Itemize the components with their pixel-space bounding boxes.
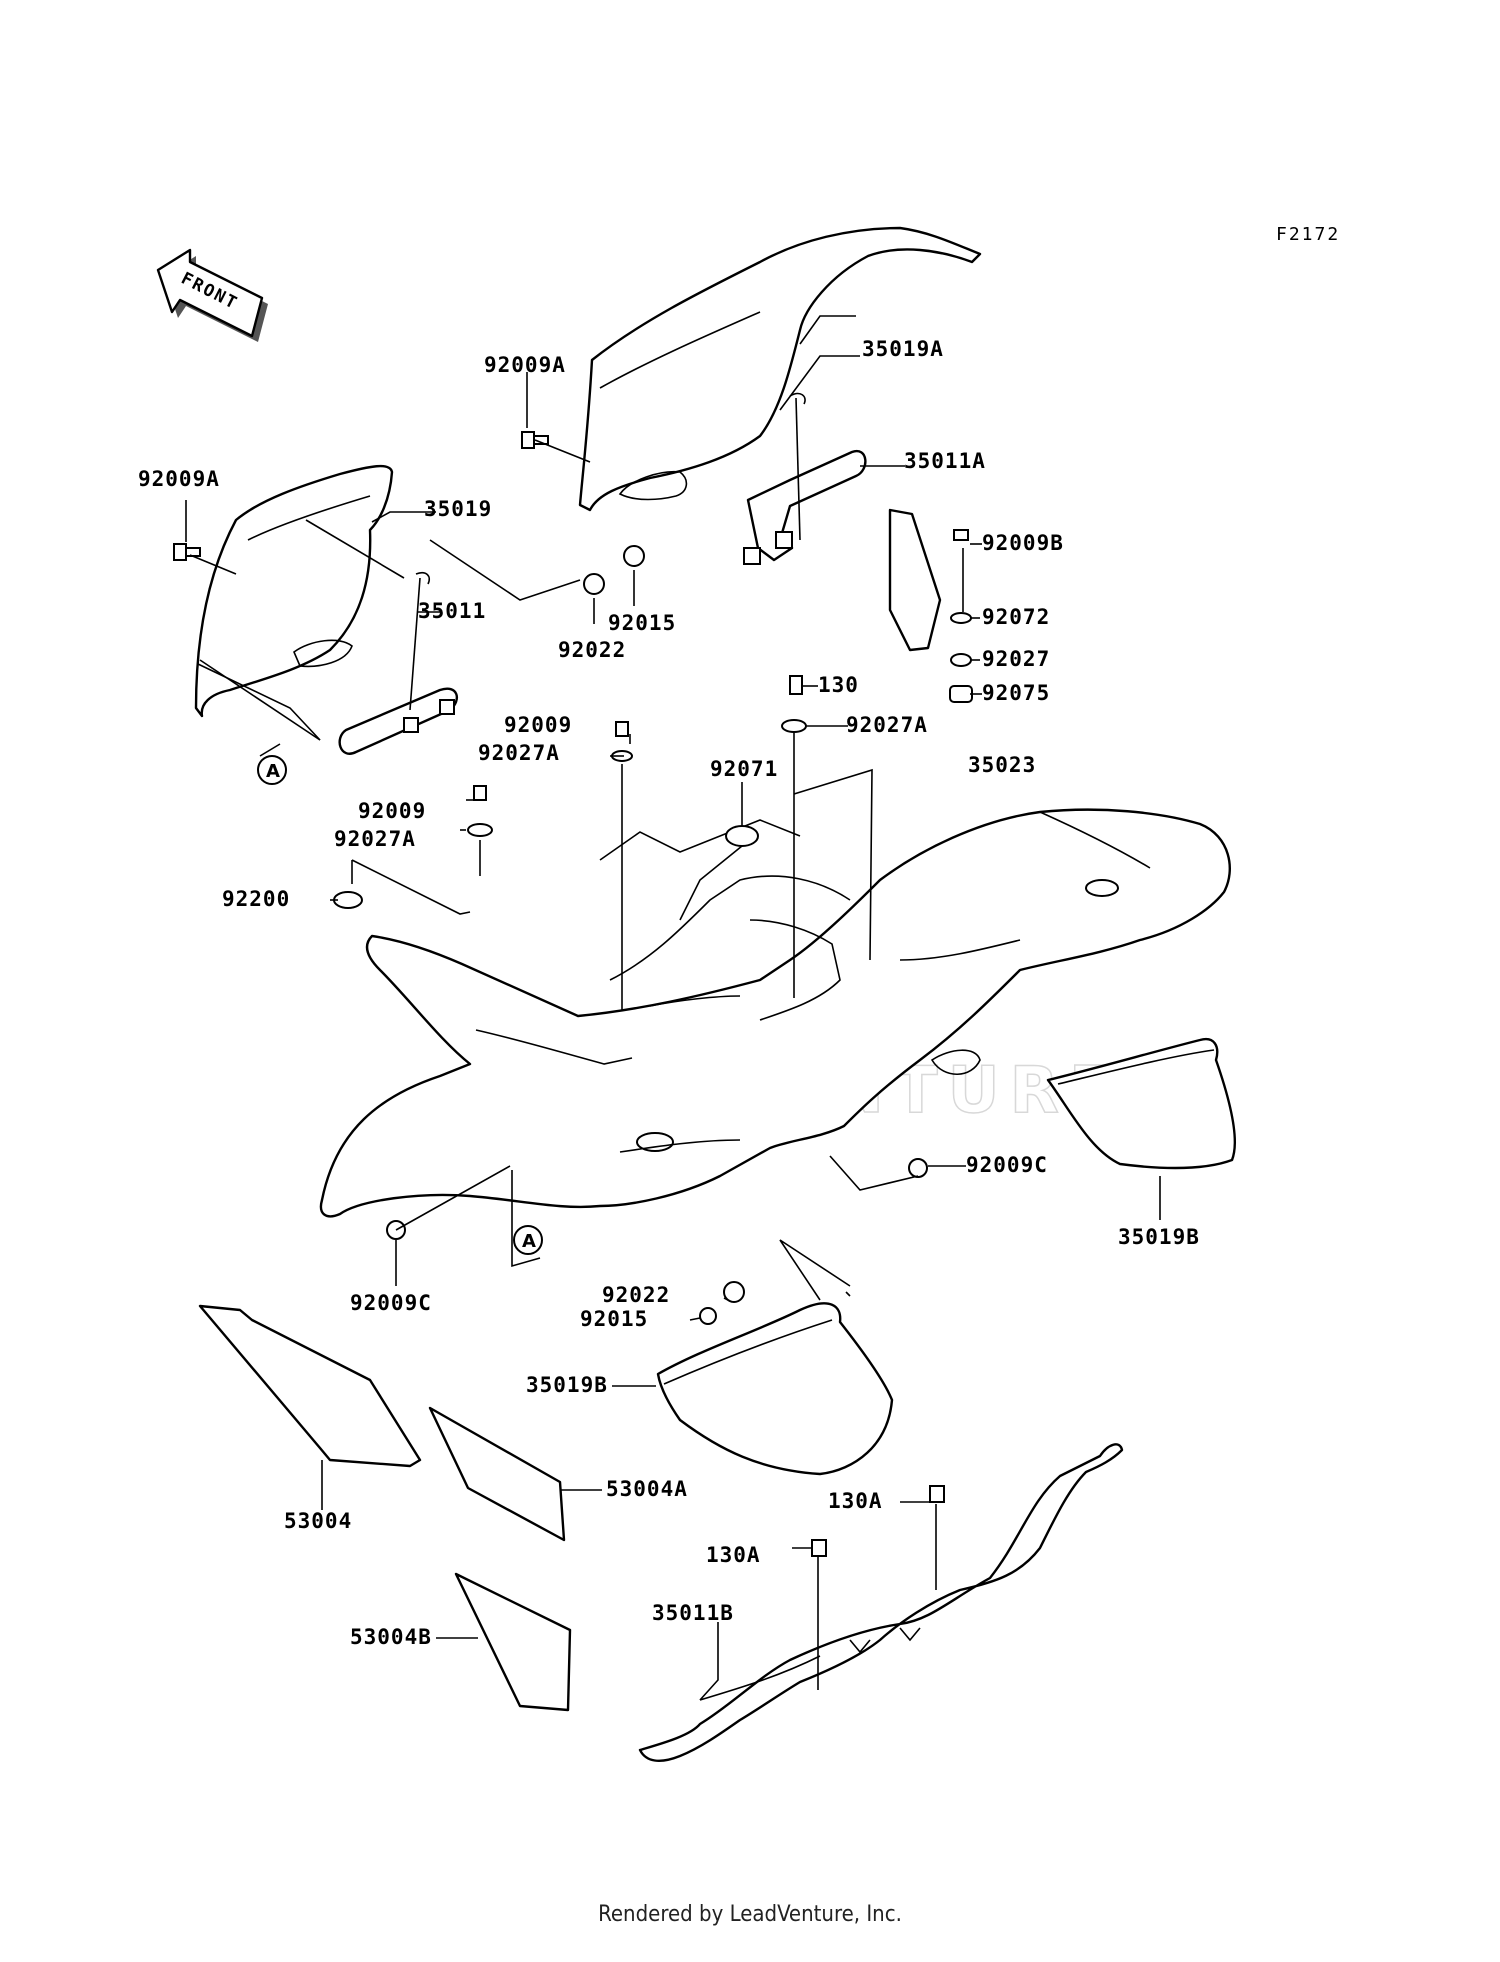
label-35011[interactable]: 35011	[418, 599, 486, 623]
washer-icon	[467, 823, 493, 837]
screw-icon	[908, 1158, 928, 1178]
screw-icon	[615, 721, 629, 737]
leader-lines	[185, 315, 1161, 1701]
washer-icon	[950, 612, 972, 624]
part-35011B[interactable]	[638, 1443, 1124, 1762]
label-92071[interactable]: 92071	[710, 757, 778, 781]
label-53004B[interactable]: 53004B	[350, 1625, 432, 1649]
part-35011A[interactable]	[743, 392, 867, 565]
front-arrow-icon: FRONT	[156, 248, 268, 342]
part-53004A[interactable]	[428, 1406, 566, 1542]
callout-a-bottom: A	[513, 1225, 543, 1255]
svg-text:A: A	[522, 1231, 536, 1252]
callout-a-top: A	[257, 755, 287, 785]
part-35011[interactable]	[338, 571, 459, 755]
label-92015-bottom[interactable]: 92015	[580, 1307, 648, 1331]
label-35023[interactable]: 35023	[968, 753, 1036, 777]
label-53004[interactable]: 53004	[284, 1509, 352, 1533]
label-92009-b[interactable]: 92009	[358, 799, 426, 823]
label-92027A-b[interactable]: 92027A	[334, 827, 416, 851]
label-92009C-left[interactable]: 92009C	[350, 1291, 432, 1315]
screw-icon	[953, 529, 969, 541]
part-53004B[interactable]	[454, 1572, 572, 1712]
washer-icon	[950, 653, 972, 667]
grommet-icon	[949, 685, 973, 703]
bolt-icon	[811, 1539, 827, 1557]
label-35019B-bottom[interactable]: 35019B	[526, 1373, 608, 1397]
nut-icon	[723, 1281, 745, 1303]
label-92009A-left[interactable]: 92009A	[138, 467, 220, 491]
label-92009C-right[interactable]: 92009C	[966, 1153, 1048, 1177]
washer-icon	[333, 891, 363, 909]
footer-credit: Rendered by LeadVenture, Inc.	[598, 1902, 902, 1927]
figure-id: F2172	[1276, 224, 1340, 245]
part-35019B-right[interactable]	[1046, 1037, 1237, 1170]
bolt-icon	[929, 1485, 945, 1503]
label-92027[interactable]: 92027	[982, 647, 1050, 671]
bolt-icon	[789, 675, 803, 695]
label-35011B[interactable]: 35011B	[652, 1601, 734, 1625]
nut-icon	[583, 573, 605, 595]
label-35019A[interactable]: 35019A	[862, 337, 944, 361]
nut-icon	[623, 545, 645, 567]
part-53004[interactable]	[198, 1304, 422, 1468]
label-35019[interactable]: 35019	[424, 497, 492, 521]
label-130[interactable]: 130	[818, 673, 859, 697]
part-35019[interactable]	[194, 464, 394, 718]
label-92075[interactable]: 92075	[982, 681, 1050, 705]
label-92022-bottom[interactable]: 92022	[602, 1283, 670, 1307]
grommet-icon	[725, 825, 759, 847]
label-130A-left[interactable]: 130A	[706, 1543, 761, 1567]
screw-icon	[473, 785, 487, 801]
label-92009A-top[interactable]: 92009A	[484, 353, 566, 377]
part-35023[interactable]	[319, 808, 1231, 1218]
label-92022-top[interactable]: 92022	[558, 638, 626, 662]
svg-text:A: A	[266, 761, 280, 782]
label-92027A-right[interactable]: 92027A	[846, 713, 928, 737]
label-92072[interactable]: 92072	[982, 605, 1050, 629]
label-53004A[interactable]: 53004A	[606, 1477, 688, 1501]
label-92009B[interactable]: 92009B	[982, 531, 1064, 555]
part-35019B-bottom[interactable]	[656, 1302, 894, 1476]
label-130A-right[interactable]: 130A	[828, 1489, 883, 1513]
label-35011A[interactable]: 35011A	[904, 449, 986, 473]
nut-icon	[699, 1307, 717, 1325]
label-92009-a[interactable]: 92009	[504, 713, 572, 737]
part-35019A[interactable]	[578, 226, 982, 512]
part-bracket-plate	[888, 508, 942, 652]
label-92015-top[interactable]: 92015	[608, 611, 676, 635]
label-92027A-a[interactable]: 92027A	[478, 741, 560, 765]
label-35019B-right[interactable]: 35019B	[1118, 1225, 1200, 1249]
bolt-icon	[521, 431, 549, 449]
label-92200[interactable]: 92200	[222, 887, 290, 911]
washer-icon	[781, 719, 807, 733]
